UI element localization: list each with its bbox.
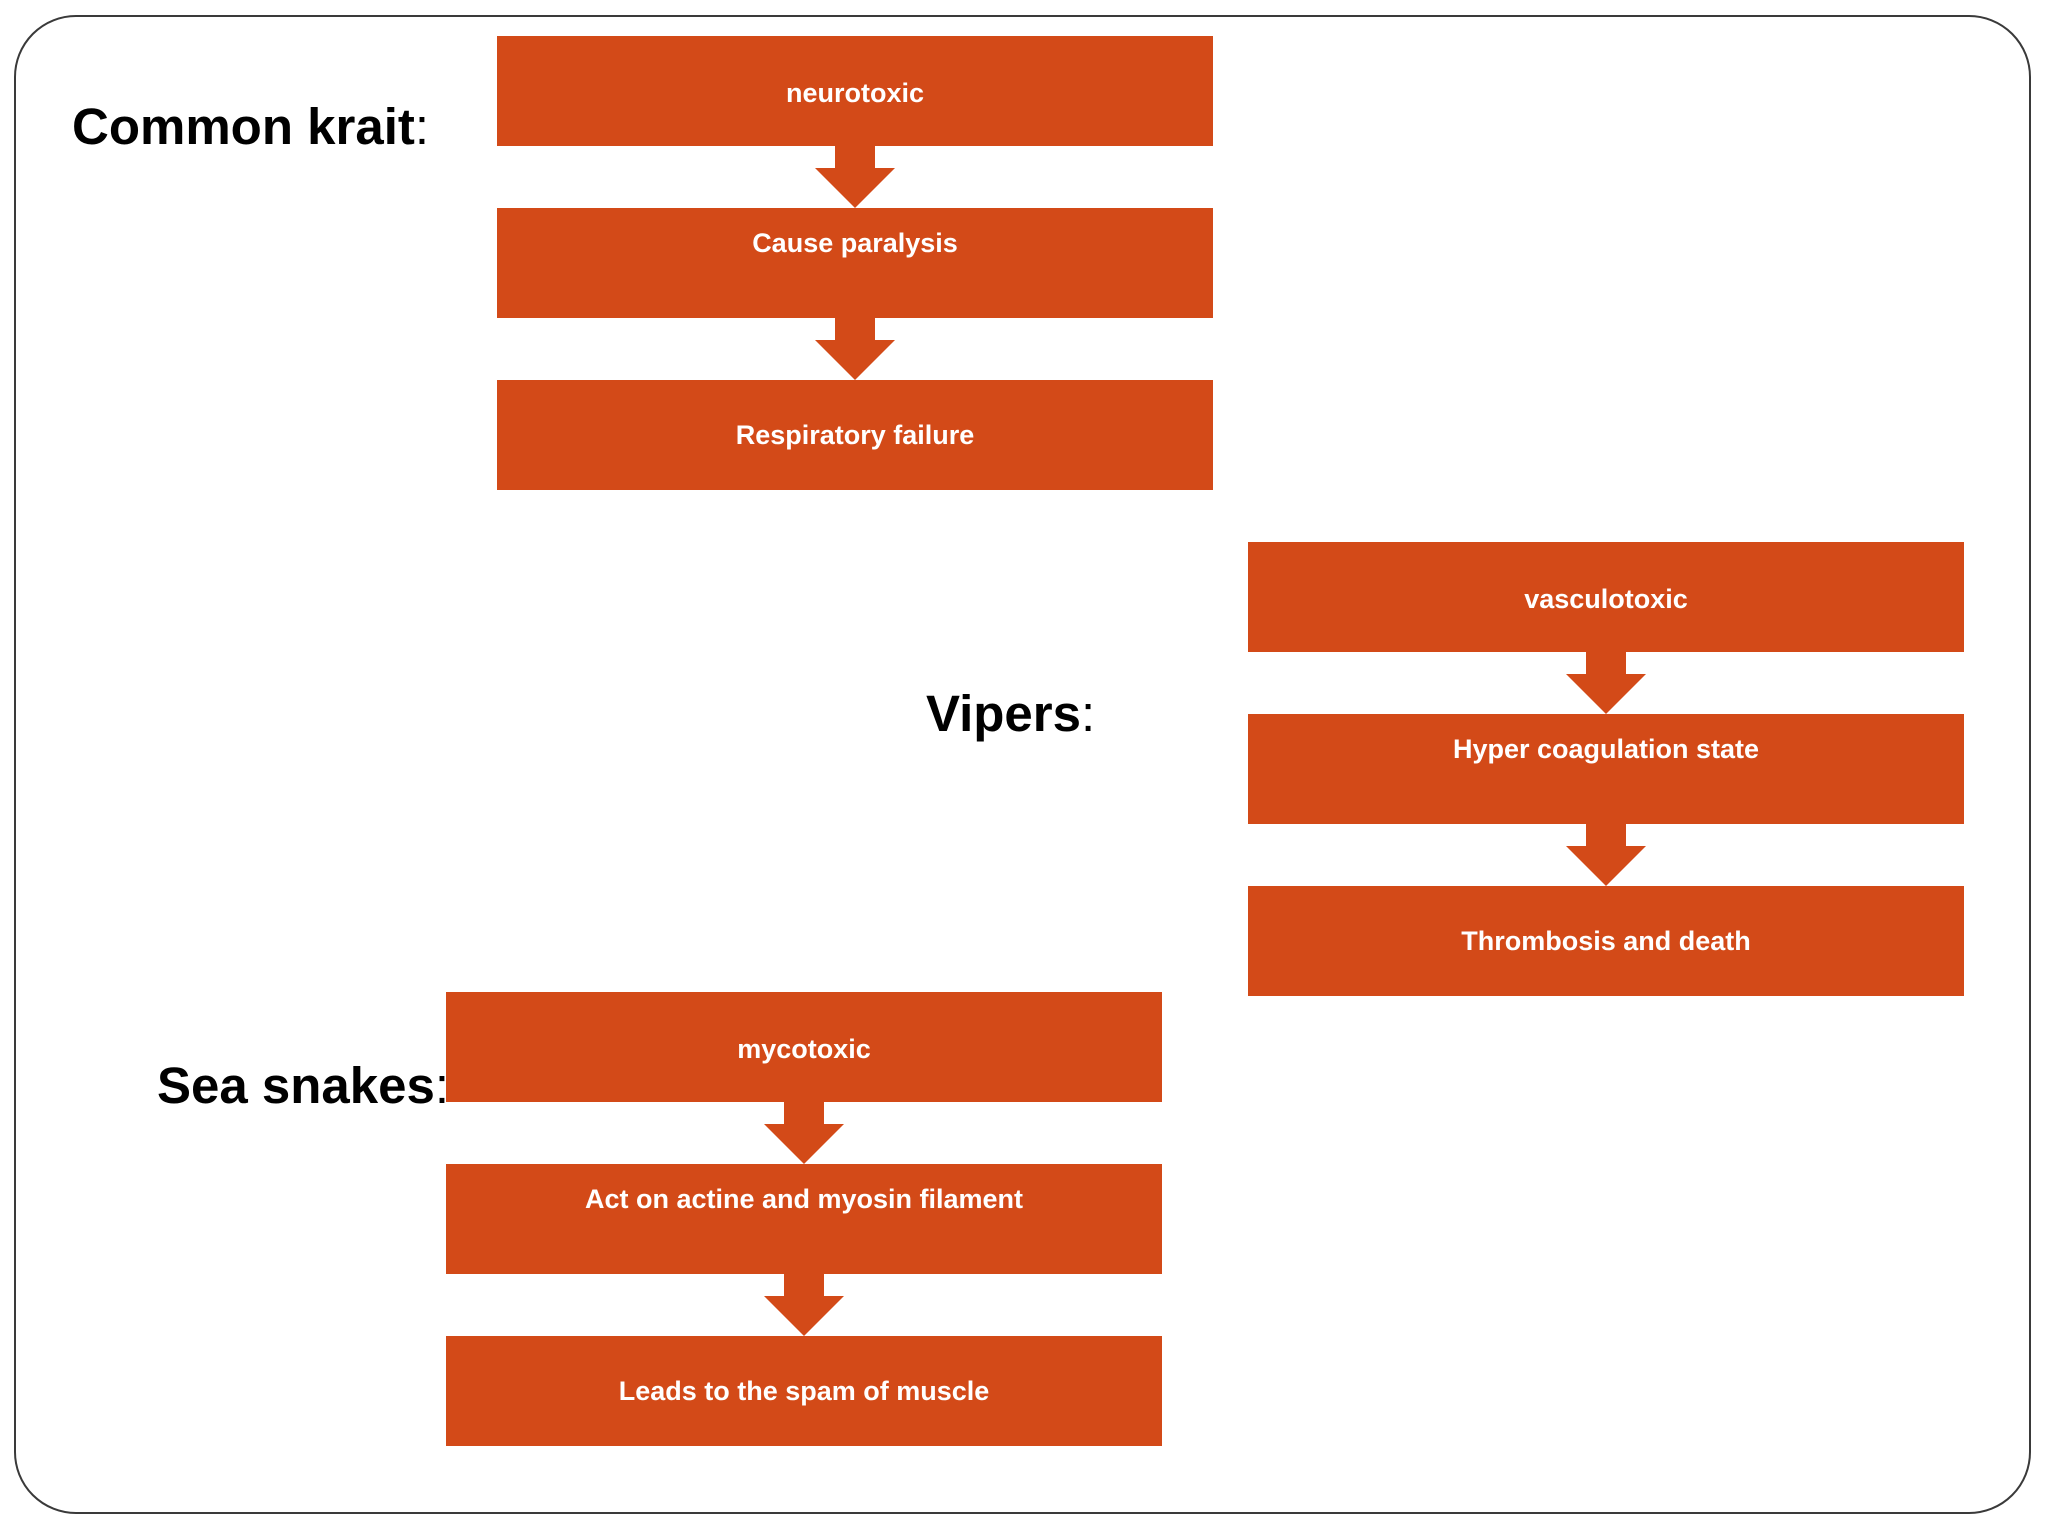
down-arrow-icon (1566, 824, 1646, 886)
flow-step-box: neurotoxic (497, 36, 1213, 146)
group-colon: : (414, 98, 430, 155)
group-name: Vipers (926, 685, 1081, 742)
common-krait-label: Common krait: (72, 101, 429, 152)
flow-step-box: Hyper coagulation state (1248, 714, 1964, 824)
flow-step-text: Respiratory failure (735, 420, 975, 450)
common-krait-flowchart: neurotoxic Cause paralysis Respiratory f… (497, 36, 1213, 490)
flow-step-text: Thrombosis and death (1461, 926, 1751, 956)
group-colon: : (434, 1057, 450, 1114)
group-name: Sea snakes (157, 1057, 435, 1114)
flow-step-text: Leads to the spam of muscle (618, 1376, 990, 1406)
flow-step-box: Thrombosis and death (1248, 886, 1964, 996)
vipers-flowchart: vasculotoxic Hyper coagulation state Thr… (1248, 542, 1964, 996)
down-arrow-icon (815, 318, 895, 380)
down-arrow-icon (764, 1274, 844, 1336)
flow-step-box: Cause paralysis (497, 208, 1213, 318)
flow-step-box: Respiratory failure (497, 380, 1213, 490)
group-colon: : (1081, 685, 1096, 742)
down-arrow-icon (1566, 652, 1646, 714)
flow-step-text: neurotoxic (785, 78, 925, 108)
flow-step-text: Act on actine and myosin filament (584, 1184, 1024, 1214)
flow-step-text: vasculotoxic (1524, 584, 1688, 614)
flow-step-text: Cause paralysis (752, 228, 958, 258)
flow-step-box: Act on actine and myosin filament (446, 1164, 1162, 1274)
flow-step-text: mycotoxic (737, 1034, 871, 1064)
flow-step-box: Leads to the spam of muscle (446, 1336, 1162, 1446)
down-arrow-icon (764, 1102, 844, 1164)
flow-step-text: Hyper coagulation state (1452, 734, 1760, 764)
sea-snakes-flowchart: mycotoxic Act on actine and myosin filam… (446, 992, 1162, 1446)
vipers-label: Vipers: (926, 688, 1095, 739)
sea-snakes-label: Sea snakes: (157, 1060, 449, 1111)
group-name: Common krait (72, 98, 415, 155)
flow-step-box: vasculotoxic (1248, 542, 1964, 652)
flow-step-box: mycotoxic (446, 992, 1162, 1102)
down-arrow-icon (815, 146, 895, 208)
